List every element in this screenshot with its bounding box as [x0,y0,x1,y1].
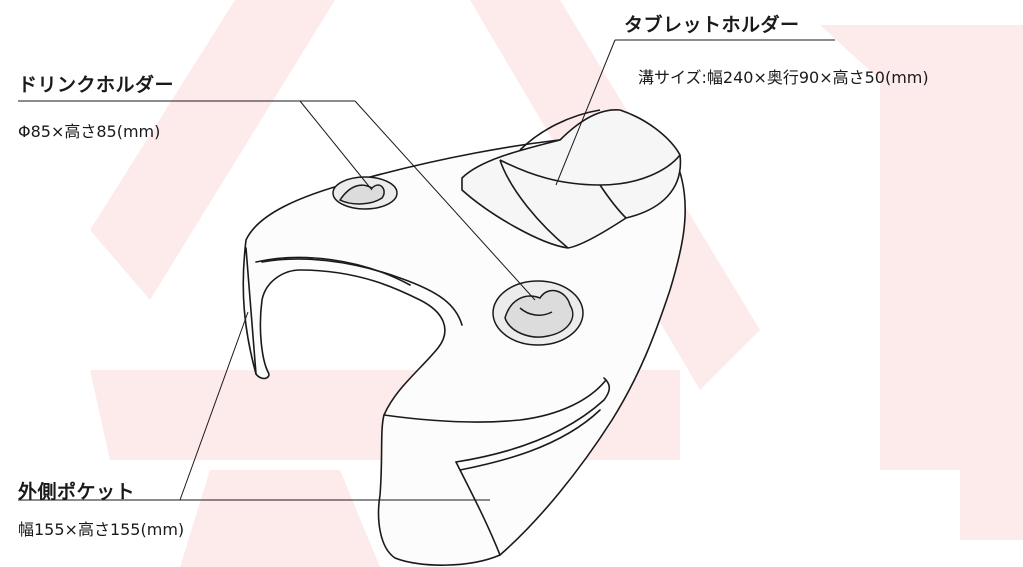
outer-pocket-spec: 幅155×高さ155(mm) [18,520,185,539]
tablet-holder-shape [461,109,682,249]
tablet-holder-title: タブレットホルダー [624,14,800,36]
drink-holder-callout: ドリンクホルダー Φ85×高さ85(mm) [18,70,174,142]
tablet-holder-spec: 溝サイズ:幅240×奥行90×高さ50(mm) [638,68,929,87]
outer-pocket-title: 外側ポケット [18,481,136,503]
drink-holder-title: ドリンクホルダー [18,74,175,96]
tablet-holder-callout: タブレットホルダー 溝サイズ:幅240×奥行90×高さ50(mm) [624,10,929,88]
callout-lines [18,39,835,501]
outer-pocket-callout: 外側ポケット 幅155×高さ155(mm) [18,477,184,540]
drink-holder-shapes [332,176,584,346]
drink-holder-spec: Φ85×高さ85(mm) [18,122,161,141]
